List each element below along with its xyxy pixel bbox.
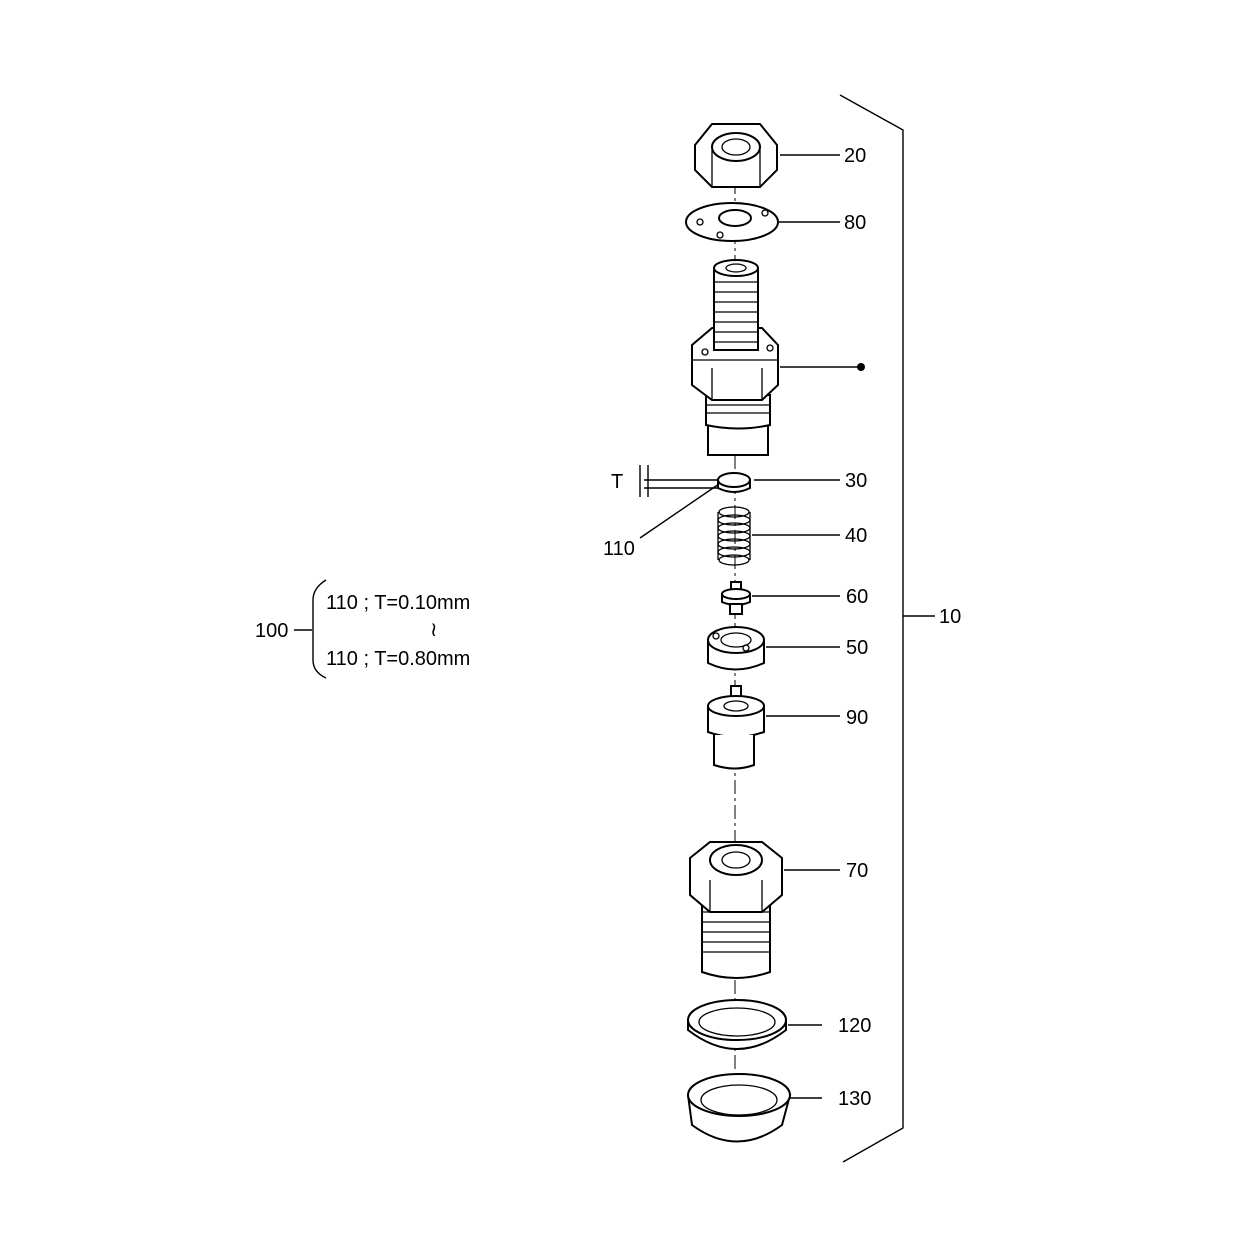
callout-90: 90 [846, 707, 868, 729]
part-50-distance-piece [707, 626, 765, 671]
note-ref-100: 100 [255, 620, 288, 642]
body-reference-dot [857, 363, 865, 371]
shim-thickness-note: 100 110 ; T=0.10mm ≀ 110 ; T=0.80mm [255, 579, 470, 679]
part-130-sleeve [686, 1073, 792, 1143]
callout-60: 60 [846, 586, 868, 608]
callout-40: 40 [845, 525, 867, 547]
note-line-min: 110 ; T=0.10mm [326, 592, 470, 614]
callout-120: 120 [838, 1015, 871, 1037]
part-90-nozzle [707, 685, 765, 770]
note-line-max: 110 ; T=0.80mm [326, 648, 470, 670]
part-30-shim [717, 472, 751, 493]
part-60-pin [721, 581, 751, 615]
part-20-hex-nut [694, 123, 778, 188]
callout-10: 10 [939, 606, 961, 628]
part-40-spring [717, 506, 751, 566]
callout-t-thickness: T [611, 471, 623, 493]
callout-110: 110 [603, 538, 635, 560]
nozzle-holder-body [691, 259, 779, 456]
callout-20: 20 [844, 145, 866, 167]
assembly-bracket [839, 94, 904, 1163]
callout-80: 80 [844, 212, 866, 234]
note-range-tilde: ≀ [430, 619, 438, 641]
callout-50: 50 [846, 637, 868, 659]
callout-70: 70 [846, 860, 868, 882]
callout-130: 130 [838, 1088, 871, 1110]
part-70-retaining-nut [689, 841, 783, 979]
leader-lines [639, 154, 858, 1099]
part-120-gasket [687, 999, 787, 1050]
callout-30: 30 [845, 470, 867, 492]
part-80-plate [685, 202, 779, 242]
